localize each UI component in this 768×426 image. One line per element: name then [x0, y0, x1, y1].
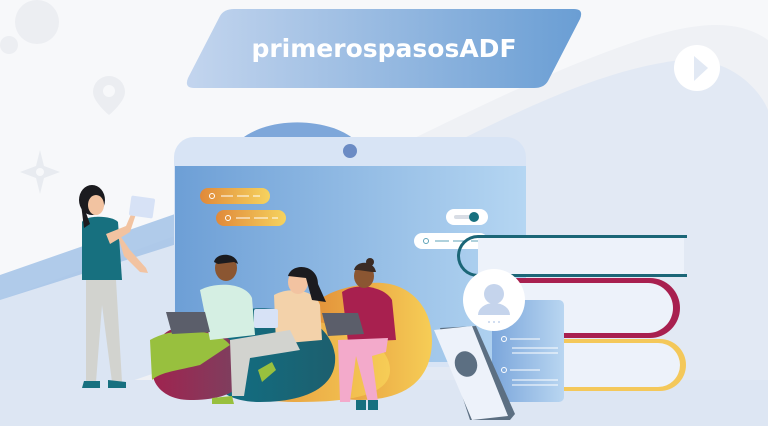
- title-banner-shape: [186, 9, 582, 88]
- location-pin-icon: [93, 76, 125, 115]
- user-profile-icon: [463, 269, 525, 331]
- chat-pill-2: [216, 210, 286, 226]
- phone-device: [434, 326, 515, 420]
- toggle-switch-icon[interactable]: [446, 209, 488, 225]
- person-standing: [79, 185, 156, 388]
- person-sitting-woman-2: [322, 258, 396, 410]
- book-stack: [457, 235, 687, 391]
- sparkle-icon: [20, 150, 60, 194]
- chat-pill-1: [200, 188, 270, 204]
- play-icon[interactable]: [674, 45, 720, 91]
- person-sitting-woman-1: [212, 266, 326, 404]
- person-sitting-man: [166, 254, 255, 340]
- banner-title: primerospasosADF: [251, 34, 517, 63]
